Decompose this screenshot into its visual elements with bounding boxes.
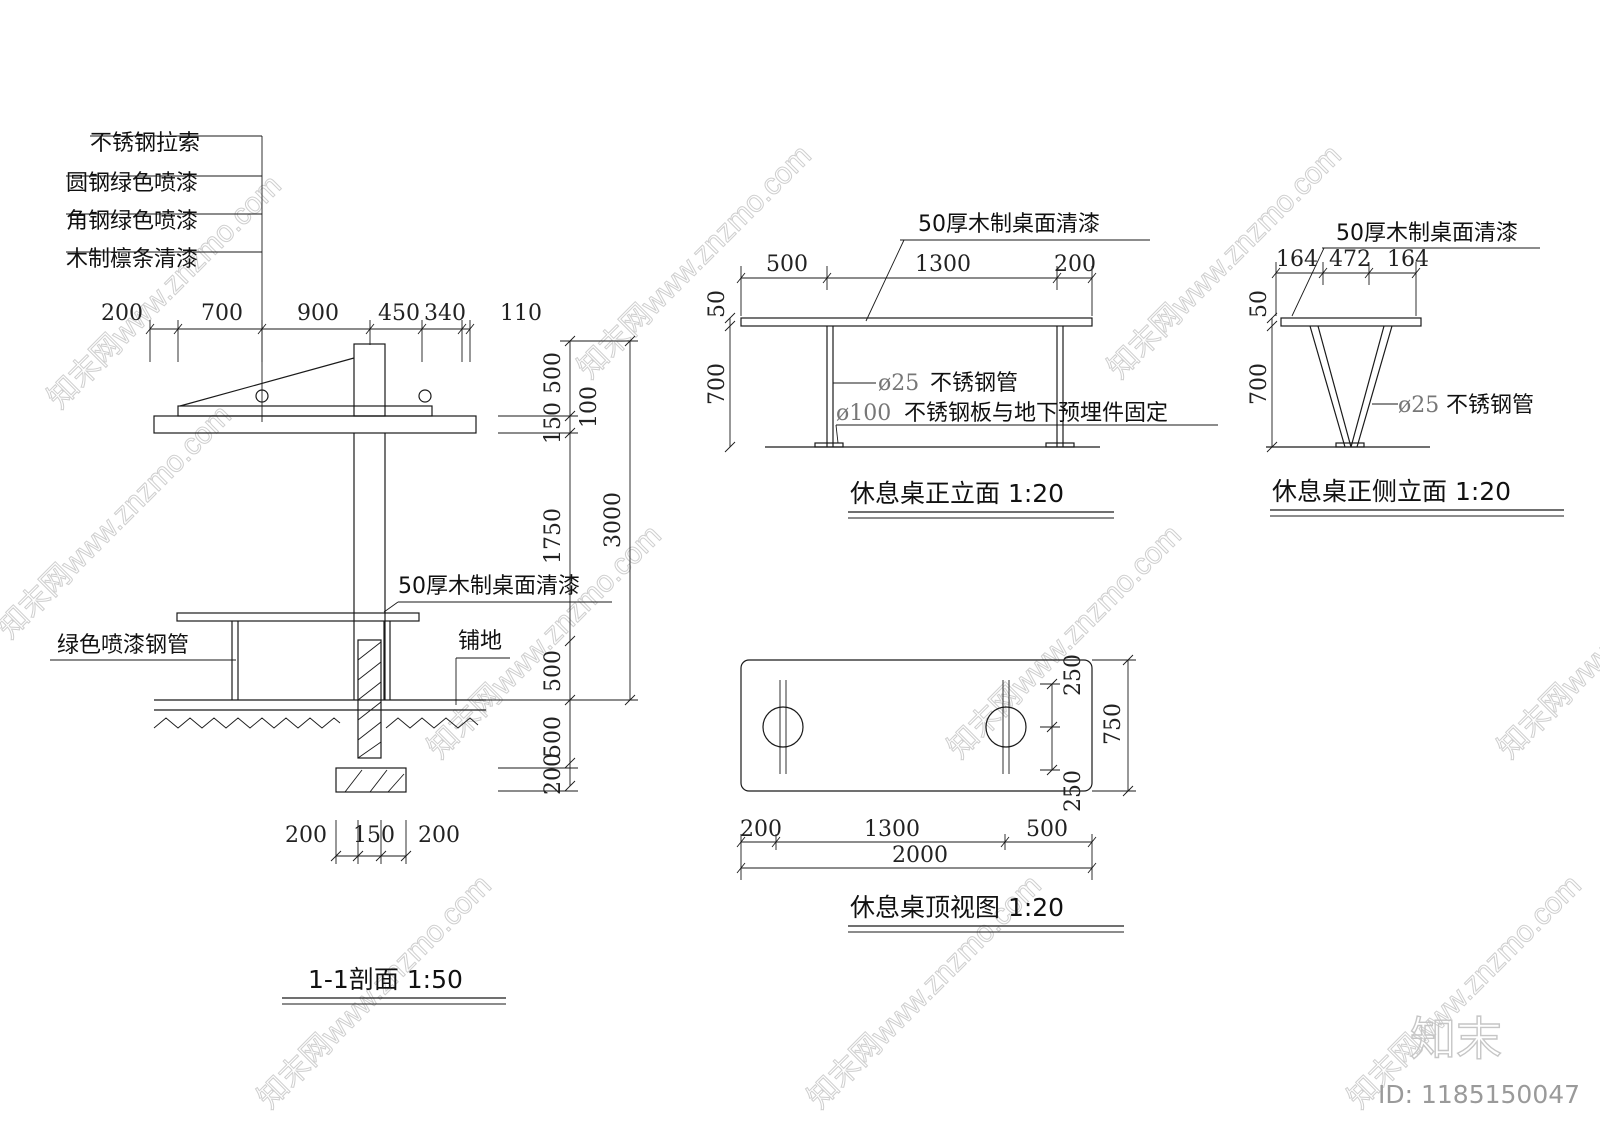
round-steel: [418, 389, 432, 403]
dim-label: 700: [1247, 363, 1272, 405]
image-id: ID: 1185150047: [1378, 1080, 1580, 1109]
dim-label: 164: [1276, 247, 1318, 272]
dim-label: 500: [541, 352, 566, 394]
dim-label: 472: [1329, 247, 1371, 272]
dim-label: 200: [101, 301, 143, 326]
dim-label: ø100: [836, 401, 891, 426]
dim-label: 100: [577, 386, 602, 428]
cable-tie: [179, 357, 355, 407]
label-stainless-cable: 不锈钢拉索: [90, 131, 200, 156]
dim-label: ø25: [878, 371, 919, 396]
watermark-text: 知末网www.znzmo.com: [942, 519, 1188, 765]
dim-label: 110: [500, 301, 542, 326]
footing: [335, 767, 407, 793]
dim-label: 750: [1101, 703, 1126, 745]
table-outline: [740, 659, 1093, 792]
v-leg: [1356, 325, 1393, 448]
side-elevation: 50厚木制桌面清漆 164 472 164 50 700 ø25 不锈钢管 休息…: [1247, 221, 1564, 517]
v-leg: [1350, 325, 1385, 448]
front-elevation: 50厚木制桌面清漆 500 1300 200 50 700 ø25 不锈钢管 ø…: [705, 212, 1218, 519]
label-table-top: 50厚木制桌面清漆: [398, 574, 580, 599]
watermark-group: 知末网www.znzmo.com 知末网www.znzmo.com 知末网www…: [0, 138, 1600, 1115]
pipe-circle: [985, 706, 1027, 748]
v-leg: [1317, 325, 1352, 448]
label-table-top: 50厚木制桌面清漆: [1336, 221, 1518, 246]
dim-label: 3000: [601, 492, 626, 548]
dim-label: 164: [1387, 247, 1429, 272]
watermark-text: 知末网www.znzmo.com: [0, 399, 238, 645]
dim-ticks: [736, 834, 1097, 880]
dim-label: 700: [201, 301, 243, 326]
side-title: 休息桌正侧立面 1:20: [1272, 477, 1511, 506]
dim-ticks: [1271, 262, 1421, 316]
dim-label: 1300: [864, 817, 920, 842]
dim-label: 700: [705, 363, 730, 405]
dim-ticks: [736, 266, 1097, 316]
table-top: [740, 317, 1093, 327]
dim-ticks: [330, 820, 412, 864]
leader-line: [865, 239, 905, 322]
dim-label: 50: [705, 290, 730, 318]
dim-label: 500: [541, 716, 566, 758]
dim-label: 500: [541, 650, 566, 692]
dim-label: 2000: [892, 843, 948, 868]
watermark-text: 知末网www.znzmo.com: [42, 169, 288, 415]
label-pipe: 不锈钢管: [930, 371, 1018, 396]
front-title: 休息桌正立面 1:20: [850, 479, 1064, 508]
embedded-post: [357, 639, 382, 759]
dim-label: 1300: [915, 252, 971, 277]
footing-hatch: [344, 769, 405, 793]
watermark-text: 知末网www.znzmo.com: [1342, 869, 1588, 1115]
dim-label: ø25: [1398, 393, 1439, 418]
section-title: 1-1剖面 1:50: [308, 965, 463, 994]
dim-label: 50: [1247, 290, 1272, 318]
dim-label: 1750: [541, 508, 566, 564]
dim-label: 900: [297, 301, 339, 326]
dim-label: 250: [1061, 654, 1086, 696]
dim-ticks: [724, 312, 736, 453]
round-steel: [255, 389, 269, 403]
label-pipe: 不锈钢管: [1446, 393, 1534, 418]
plan-title: 休息桌顶视图 1:20: [850, 893, 1064, 922]
label-table-top: 50厚木制桌面清漆: [918, 212, 1100, 237]
dim-ticks: [486, 335, 638, 792]
dim-label: 200: [285, 823, 327, 848]
dim-label: 200: [418, 823, 460, 848]
label-paving: 铺地: [458, 629, 502, 654]
dim-label: 150: [353, 823, 395, 848]
label-round-steel: 圆钢绿色喷漆: [66, 171, 198, 196]
section-view: 不锈钢拉索 圆钢绿色喷漆 角钢绿色喷漆 木制檩条清漆 200 700 900 4…: [50, 131, 638, 1005]
dim-label: 200: [740, 817, 782, 842]
dim-label: 150: [541, 402, 566, 444]
dim-label: 200: [1054, 252, 1096, 277]
pipe-circle: [762, 706, 804, 748]
leader-line: [383, 601, 399, 613]
label-angle-steel: 角钢绿色喷漆: [66, 209, 198, 234]
label-wood-purlin: 木制檩条清漆: [66, 247, 198, 272]
dim-label: 500: [766, 252, 808, 277]
table-top: [176, 612, 420, 622]
leader-line: [835, 424, 839, 444]
table-top: [1280, 317, 1422, 327]
column-top: [353, 343, 386, 417]
label-steel-pipe: 绿色喷漆钢管: [57, 633, 189, 658]
dim-label: 200: [541, 753, 566, 795]
soil-hatch: [153, 717, 479, 729]
post-hatch: [357, 641, 382, 759]
label-plate: 不锈钢板与地下预埋件固定: [904, 401, 1168, 426]
watermark-text: 知末网www.znzmo.com: [1492, 519, 1600, 765]
dim-label: 450: [378, 301, 420, 326]
dim-ticks: [1040, 654, 1136, 797]
dim-ticks: [145, 320, 475, 362]
dim-label: 500: [1026, 817, 1068, 842]
leader-line: [1291, 247, 1325, 317]
watermark-logo: 知末: [1410, 1012, 1502, 1066]
dim-label: 340: [424, 301, 466, 326]
v-leg: [1309, 325, 1346, 448]
purlin: [177, 405, 433, 417]
dim-label: 250: [1061, 770, 1086, 812]
plan-view: 250 250 750 200 1300 500 2000 休息桌顶视图 1:2…: [736, 654, 1136, 933]
